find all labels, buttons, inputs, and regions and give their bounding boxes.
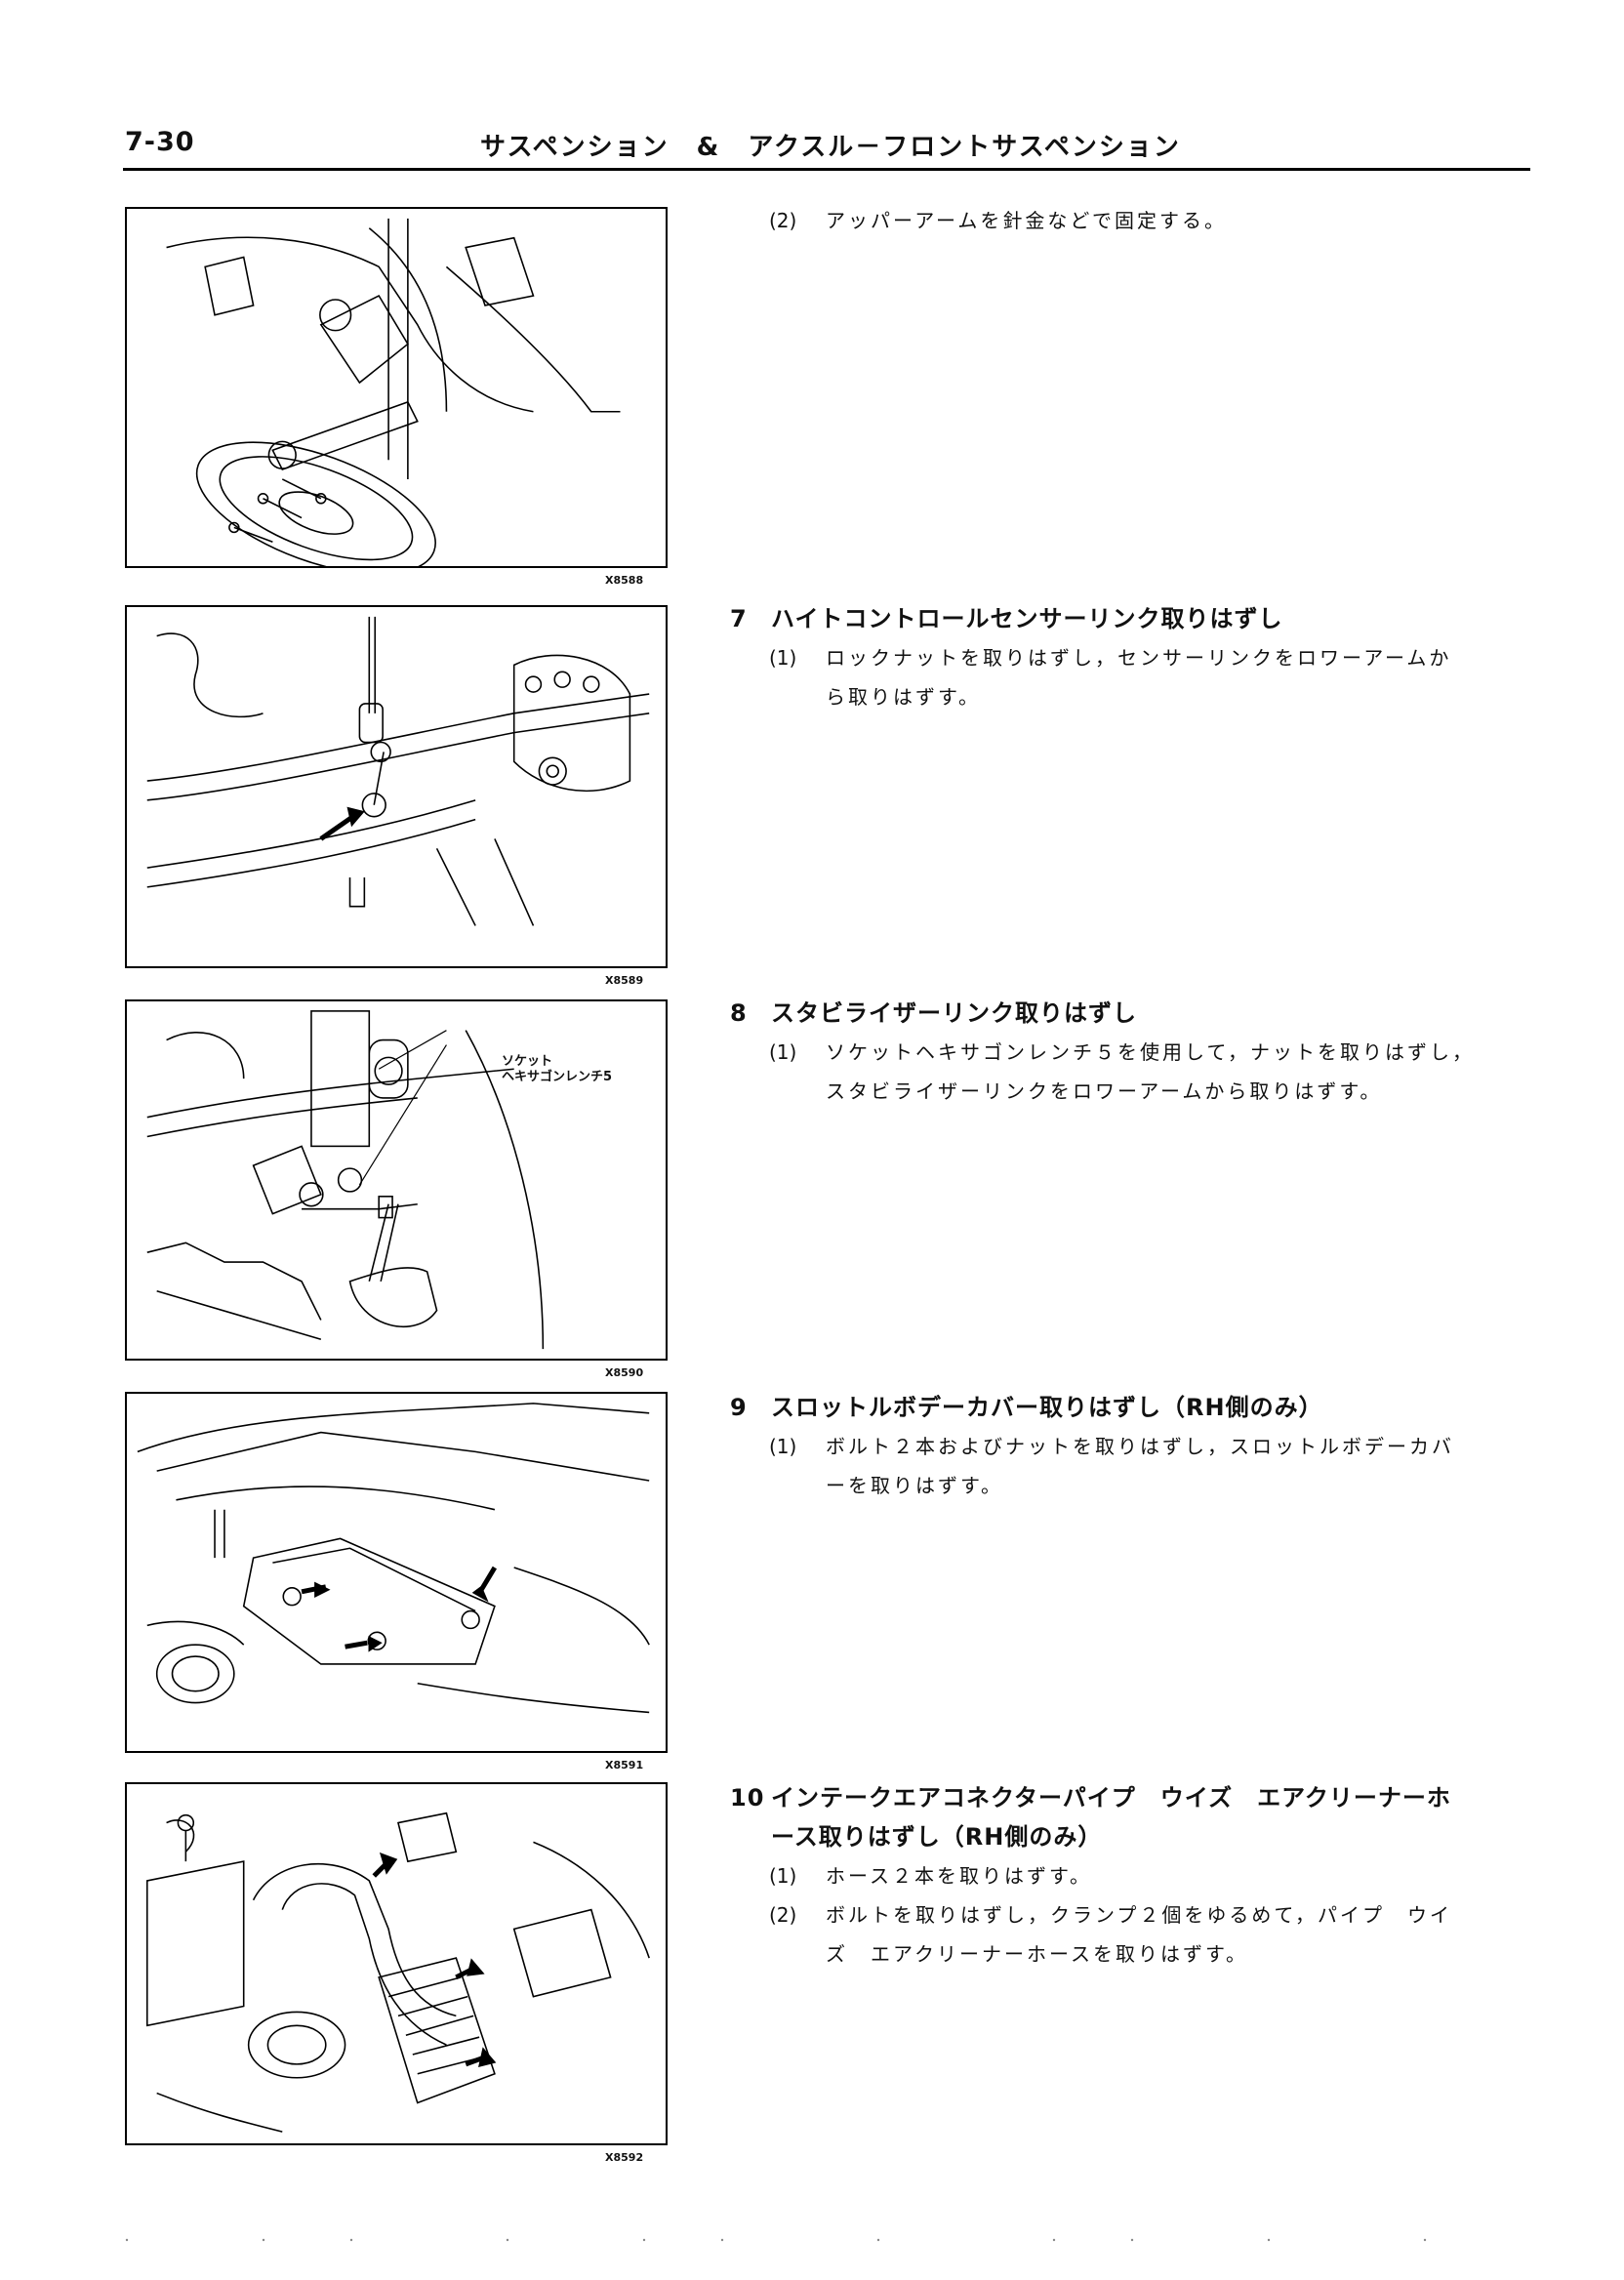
scan-artifact-dots [125, 2238, 1427, 2242]
figure-code: X8592 [605, 2151, 644, 2164]
sub-step: (1) ロックナットを取りはずし，センサーリンクをロワーアームか ら取りはずす。 [769, 638, 1530, 716]
figure-code: X8590 [605, 1366, 644, 1379]
figure-throttle-body-cover-illustration [125, 1392, 668, 1753]
step-title-cont: ース取りはずし（RH側のみ） [771, 1823, 1103, 1851]
step-number: 10 [730, 1784, 765, 1812]
sub-step-text: ソケットヘキサゴンレンチ５を使用して，ナットを取りはずし， [826, 1040, 1475, 1064]
sub-step-text: ロックナットを取りはずし，センサーリンクをロワーアームか [826, 646, 1452, 670]
sub-step: (1) ホース２本を取りはずす。 [769, 1856, 1530, 1895]
sub-step: (1) ボルト２本およびナットを取りはずし，スロットルボデーカバ ーを取りはずす。 [769, 1427, 1530, 1505]
step-title: スロットルボデーカバー取りはずし（RH側のみ） [771, 1394, 1323, 1421]
page-title: サスペンション & アクスル－フロントサスペンション [480, 133, 1181, 162]
callout-hexagon-wrench: ヘキサゴンレンチ5 [502, 1070, 613, 1084]
figure-code: X8588 [605, 574, 644, 587]
sub-step-number: (2) [769, 1903, 797, 1927]
step-number: 9 [730, 1394, 748, 1421]
figure-upper-arm-illustration [125, 207, 668, 568]
step-number: 8 [730, 999, 748, 1027]
figure-callout: ソケット ヘキサゴンレンチ5 [502, 1054, 612, 1085]
figure-code: X8591 [605, 1759, 644, 1771]
step-heading: 9 スロットルボデーカバー取りはずし（RH側のみ） [730, 1388, 1530, 1427]
callout-socket: ソケット [502, 1054, 553, 1069]
sub-step-number: (1) [769, 646, 797, 670]
sub-step-text: アッパーアームを針金などで固定する。 [826, 209, 1227, 232]
sub-step-number: (2) [769, 209, 797, 232]
step-7: 7 ハイトコントロールセンサーリンク取りはずし (1) ロックナットを取りはずし，セ… [730, 599, 1530, 716]
header-rule [123, 168, 1530, 171]
sub-step-text-cont: ズ エアクリーナーホースを取りはずす。 [826, 1942, 1248, 1966]
step-title: インテークエアコネクターパイプ ウイズ エアクリーナーホ [771, 1784, 1451, 1812]
page-number: 7-30 [125, 127, 195, 157]
sub-step-text: ホース２本を取りはずす。 [826, 1864, 1092, 1888]
step-8: 8 スタビライザーリンク取りはずし (1) ソケットヘキサゴンレンチ５を使用して，ナ… [730, 994, 1530, 1111]
sub-step-number: (1) [769, 1864, 797, 1888]
sub-step-number: (1) [769, 1040, 797, 1064]
sub-step-text-cont: スタビライザーリンクをロワーアームから取りはずす。 [826, 1079, 1383, 1103]
sub-step-text-cont: ら取りはずす。 [826, 685, 981, 709]
step-number: 7 [730, 605, 748, 632]
figure-intake-air-connector-illustration [125, 1782, 668, 2145]
figure-code: X8589 [605, 974, 644, 987]
sub-step-text-cont: ーを取りはずす。 [826, 1474, 1003, 1497]
figure-stabilizer-link-illustration: ソケット ヘキサゴンレンチ5 [125, 999, 668, 1361]
step-heading: 7 ハイトコントロールセンサーリンク取りはずし [730, 599, 1530, 638]
sub-step: (1) ソケットヘキサゴンレンチ５を使用して，ナットを取りはずし， スタビライザー… [769, 1033, 1530, 1111]
sub-step: (2) ボルトを取りはずし，クランプ２個をゆるめて，パイプ ウイ ズ エアクリーナ… [769, 1895, 1530, 1974]
sub-step: (2) アッパーアームを針金などで固定する。 [769, 201, 1530, 240]
sub-step-number: (1) [769, 1435, 797, 1458]
sub-step-text: ボルトを取りはずし，クランプ２個をゆるめて，パイプ ウイ [826, 1903, 1452, 1927]
step-title: スタビライザーリンク取りはずし [771, 999, 1137, 1027]
sub-step-text: ボルト２本およびナットを取りはずし，スロットルボデーカバ [826, 1435, 1454, 1458]
step-heading: 8 スタビライザーリンク取りはずし [730, 994, 1530, 1033]
figure-height-sensor-link-illustration [125, 605, 668, 968]
step-title: ハイトコントロールセンサーリンク取りはずし [771, 605, 1283, 632]
step-9: 9 スロットルボデーカバー取りはずし（RH側のみ） (1) ボルト２本およびナットを… [730, 1388, 1530, 1505]
step-upper-arm: (2) アッパーアームを針金などで固定する。 [730, 201, 1530, 240]
